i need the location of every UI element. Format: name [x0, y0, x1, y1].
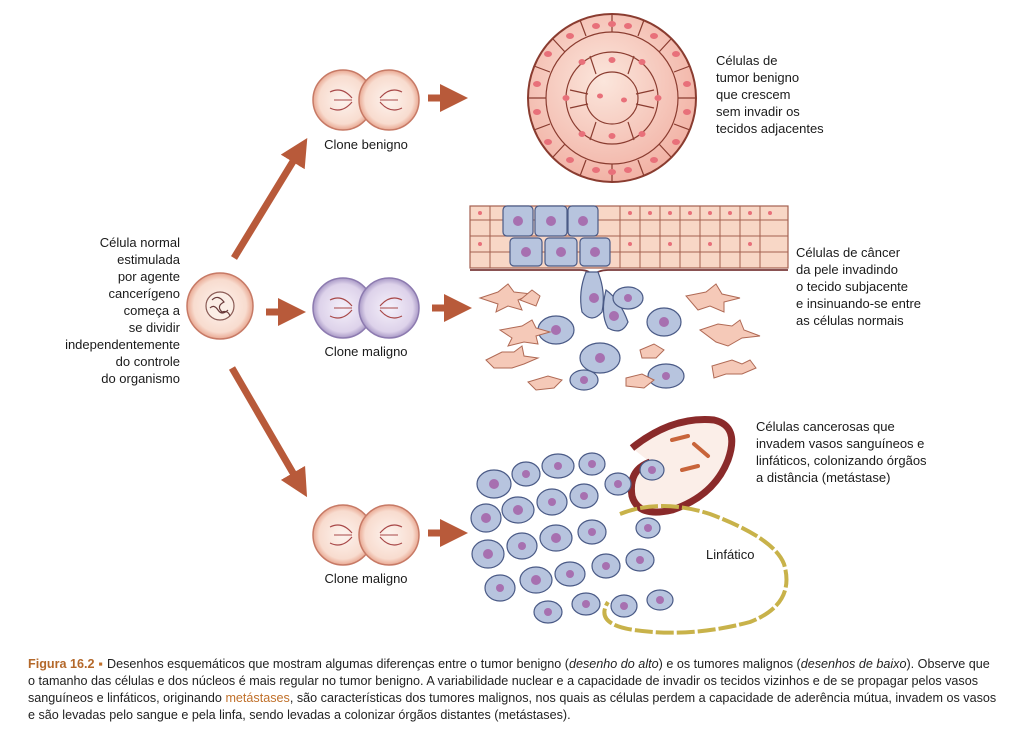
- caption-bullet: ▪: [98, 657, 103, 671]
- benign-tumor-label: Células de tumor benigno que crescem sem…: [716, 53, 824, 136]
- malignant-clone-label-middle: Clone maligno: [324, 344, 408, 359]
- diagram-canvas: [186, 13, 789, 635]
- lymphatic-label: Linfático: [706, 547, 755, 562]
- metastases-highlight: metástases: [225, 691, 290, 705]
- malignant-clone-cell-middle: [312, 277, 420, 339]
- caption-line-3: sanguíneos e linfáticos, originando metá…: [28, 691, 997, 705]
- caption-line-4: e são levadas pelo sangue e pela linfa, …: [28, 708, 571, 722]
- skin-cancer-label: Células de câncer da pele invadindo o te…: [796, 245, 922, 328]
- blood-vessel: [627, 416, 736, 516]
- malignant-clone-cell-bottom: [312, 504, 420, 566]
- normal-cell-label: Célula normal estimulada por agente canc…: [65, 235, 180, 386]
- figure-caption: Figura 16.2▪Desenhos esquemáticos que mo…: [28, 656, 1000, 724]
- figure-number: Figura 16.2: [28, 657, 95, 671]
- benign-clone-cell: [312, 69, 420, 131]
- lymphatic-vessel: [602, 504, 789, 635]
- arrow-to-benign: [231, 138, 308, 260]
- normal-cell: [186, 272, 254, 340]
- benign-tumor-sphere: [527, 13, 697, 183]
- caption-line-1: Figura 16.2▪Desenhos esquemáticos que mo…: [28, 657, 990, 671]
- caption-line-2: o tamanho das células e dos núcleos é ma…: [28, 674, 979, 688]
- benign-clone-label: Clone benigno: [324, 137, 408, 152]
- skin-invasion-illustration: [469, 205, 789, 391]
- metastasis-label: Células cancerosas que invadem vasos san…: [756, 419, 927, 485]
- metastasis-illustration: [470, 416, 789, 635]
- arrow-to-malignant-bottom: [228, 366, 308, 498]
- malignant-clone-label-bottom: Clone maligno: [324, 571, 408, 586]
